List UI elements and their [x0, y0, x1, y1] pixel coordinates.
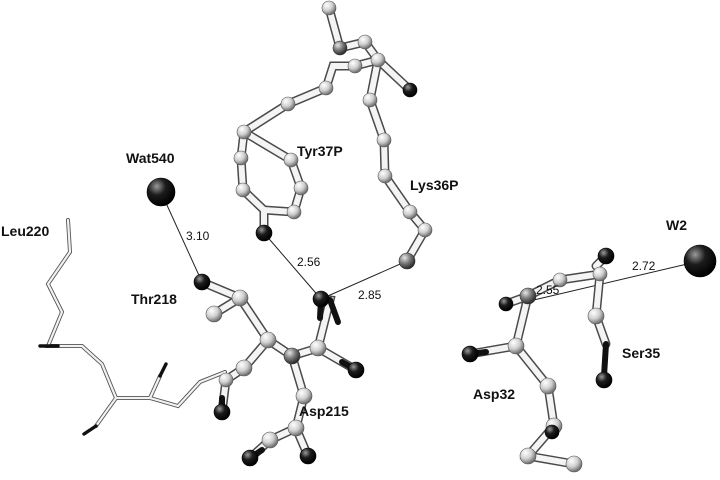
label-thr218: Thr218 [131, 291, 177, 307]
distance-lys36p-asp215: 2.85 [358, 288, 382, 302]
label-ser35: Ser35 [622, 345, 660, 361]
oxygen-atoms [193, 82, 615, 467]
distance-wat540-thr218: 3.10 [186, 229, 210, 243]
label-wat540: Wat540 [126, 150, 175, 166]
distance-tyr37p-asp215: 2.56 [297, 255, 321, 269]
label-lys36p: Lys36P [410, 177, 459, 193]
label-tyr37p: Tyr37P [297, 143, 343, 159]
label-asp215: Asp215 [299, 403, 349, 419]
label-leu220: Leu220 [1, 223, 49, 239]
label-w2: W2 [666, 217, 687, 233]
hydrogen-bonds [160, 191, 701, 304]
hbond-w2-ser35 [520, 260, 701, 304]
hbond-lys36p-asp215 [320, 260, 408, 300]
water-molecule-w2 [683, 244, 717, 278]
carbon-atoms [205, 0, 608, 473]
hbond-tyr37p-asp215 [263, 232, 322, 300]
distance-w2-ser35: 2.72 [632, 259, 656, 273]
water-molecule-wat540 [146, 177, 176, 207]
hbond-wat540-thr218 [160, 191, 203, 283]
distance-asp32-ser35: 2.55 [536, 283, 560, 297]
nitrogen-atoms [283, 40, 537, 365]
label-asp32: Asp32 [473, 386, 515, 402]
residue-leu220 [38, 218, 227, 436]
